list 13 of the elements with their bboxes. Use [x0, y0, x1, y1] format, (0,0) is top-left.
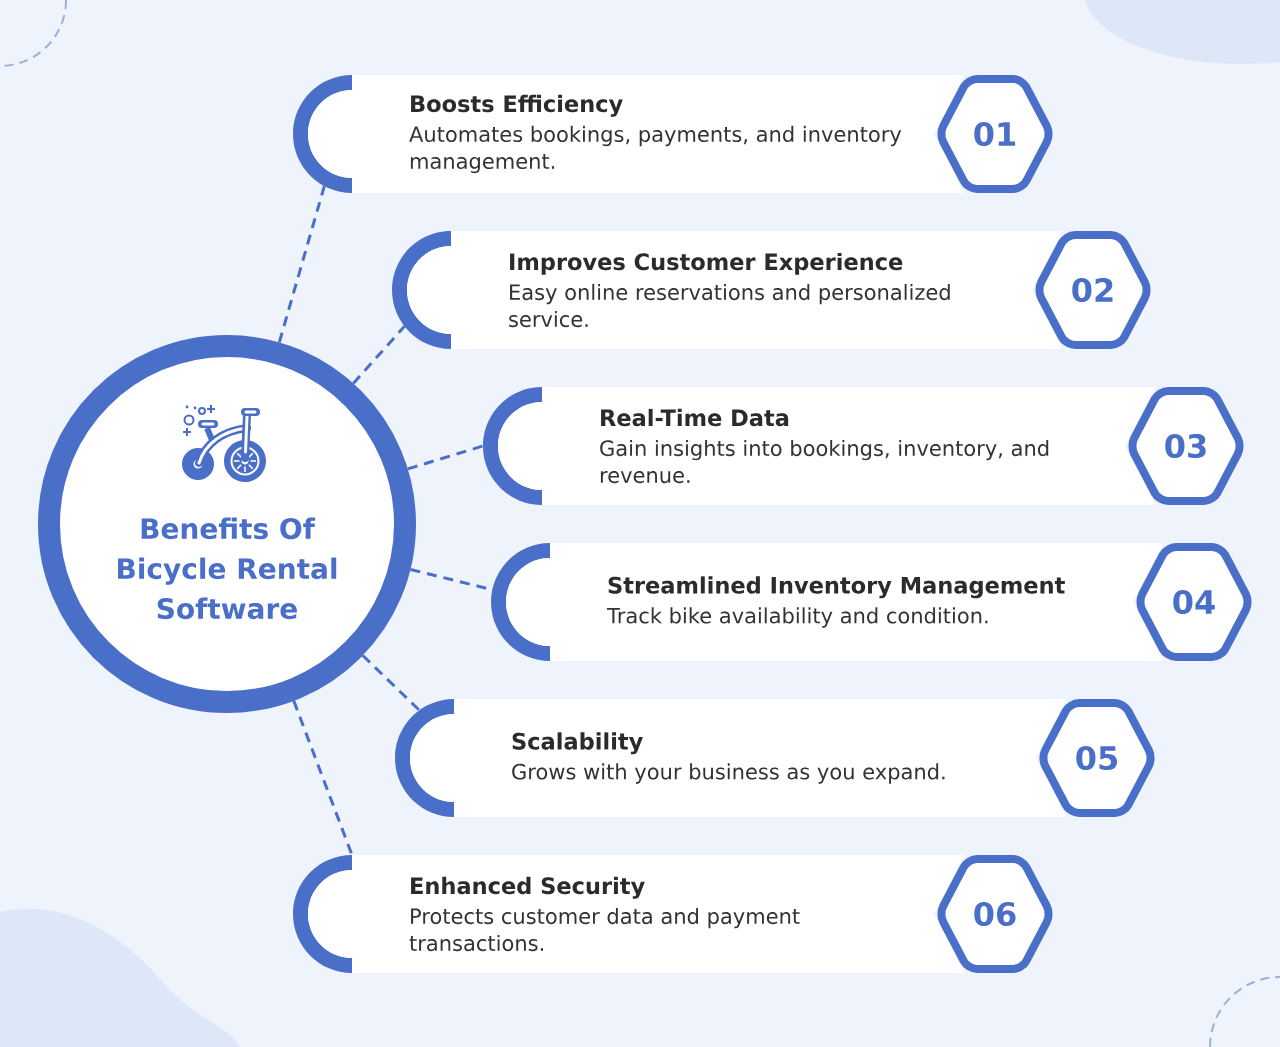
card-title: Boosts Efficiency	[411, 94, 623, 117]
card-title: Streamlined Inventory Management	[608, 576, 1065, 599]
card-text: Automates bookings, payments, and inventory management.	[409, 125, 902, 174]
card-title: Enhanced Security	[411, 876, 645, 899]
circle-node: Benefits Of Bicycle Rental Software	[38, 335, 416, 713]
card-title: Scalability	[512, 732, 643, 755]
card-text: Protects customer data and payment transactions.	[409, 907, 800, 952]
card-text: Grows with your business as you expand.	[512, 763, 945, 784]
card-title: Improves Customer Experience	[510, 252, 903, 275]
card-text: Easy online reservations and personalized service.	[509, 283, 950, 328]
card-text: Gain insights into bookings, inventory, and revenue.	[600, 439, 1049, 484]
card-title: Real-Time Data	[601, 408, 789, 427]
card-text: Track bike availability and condition.	[606, 607, 988, 628]
